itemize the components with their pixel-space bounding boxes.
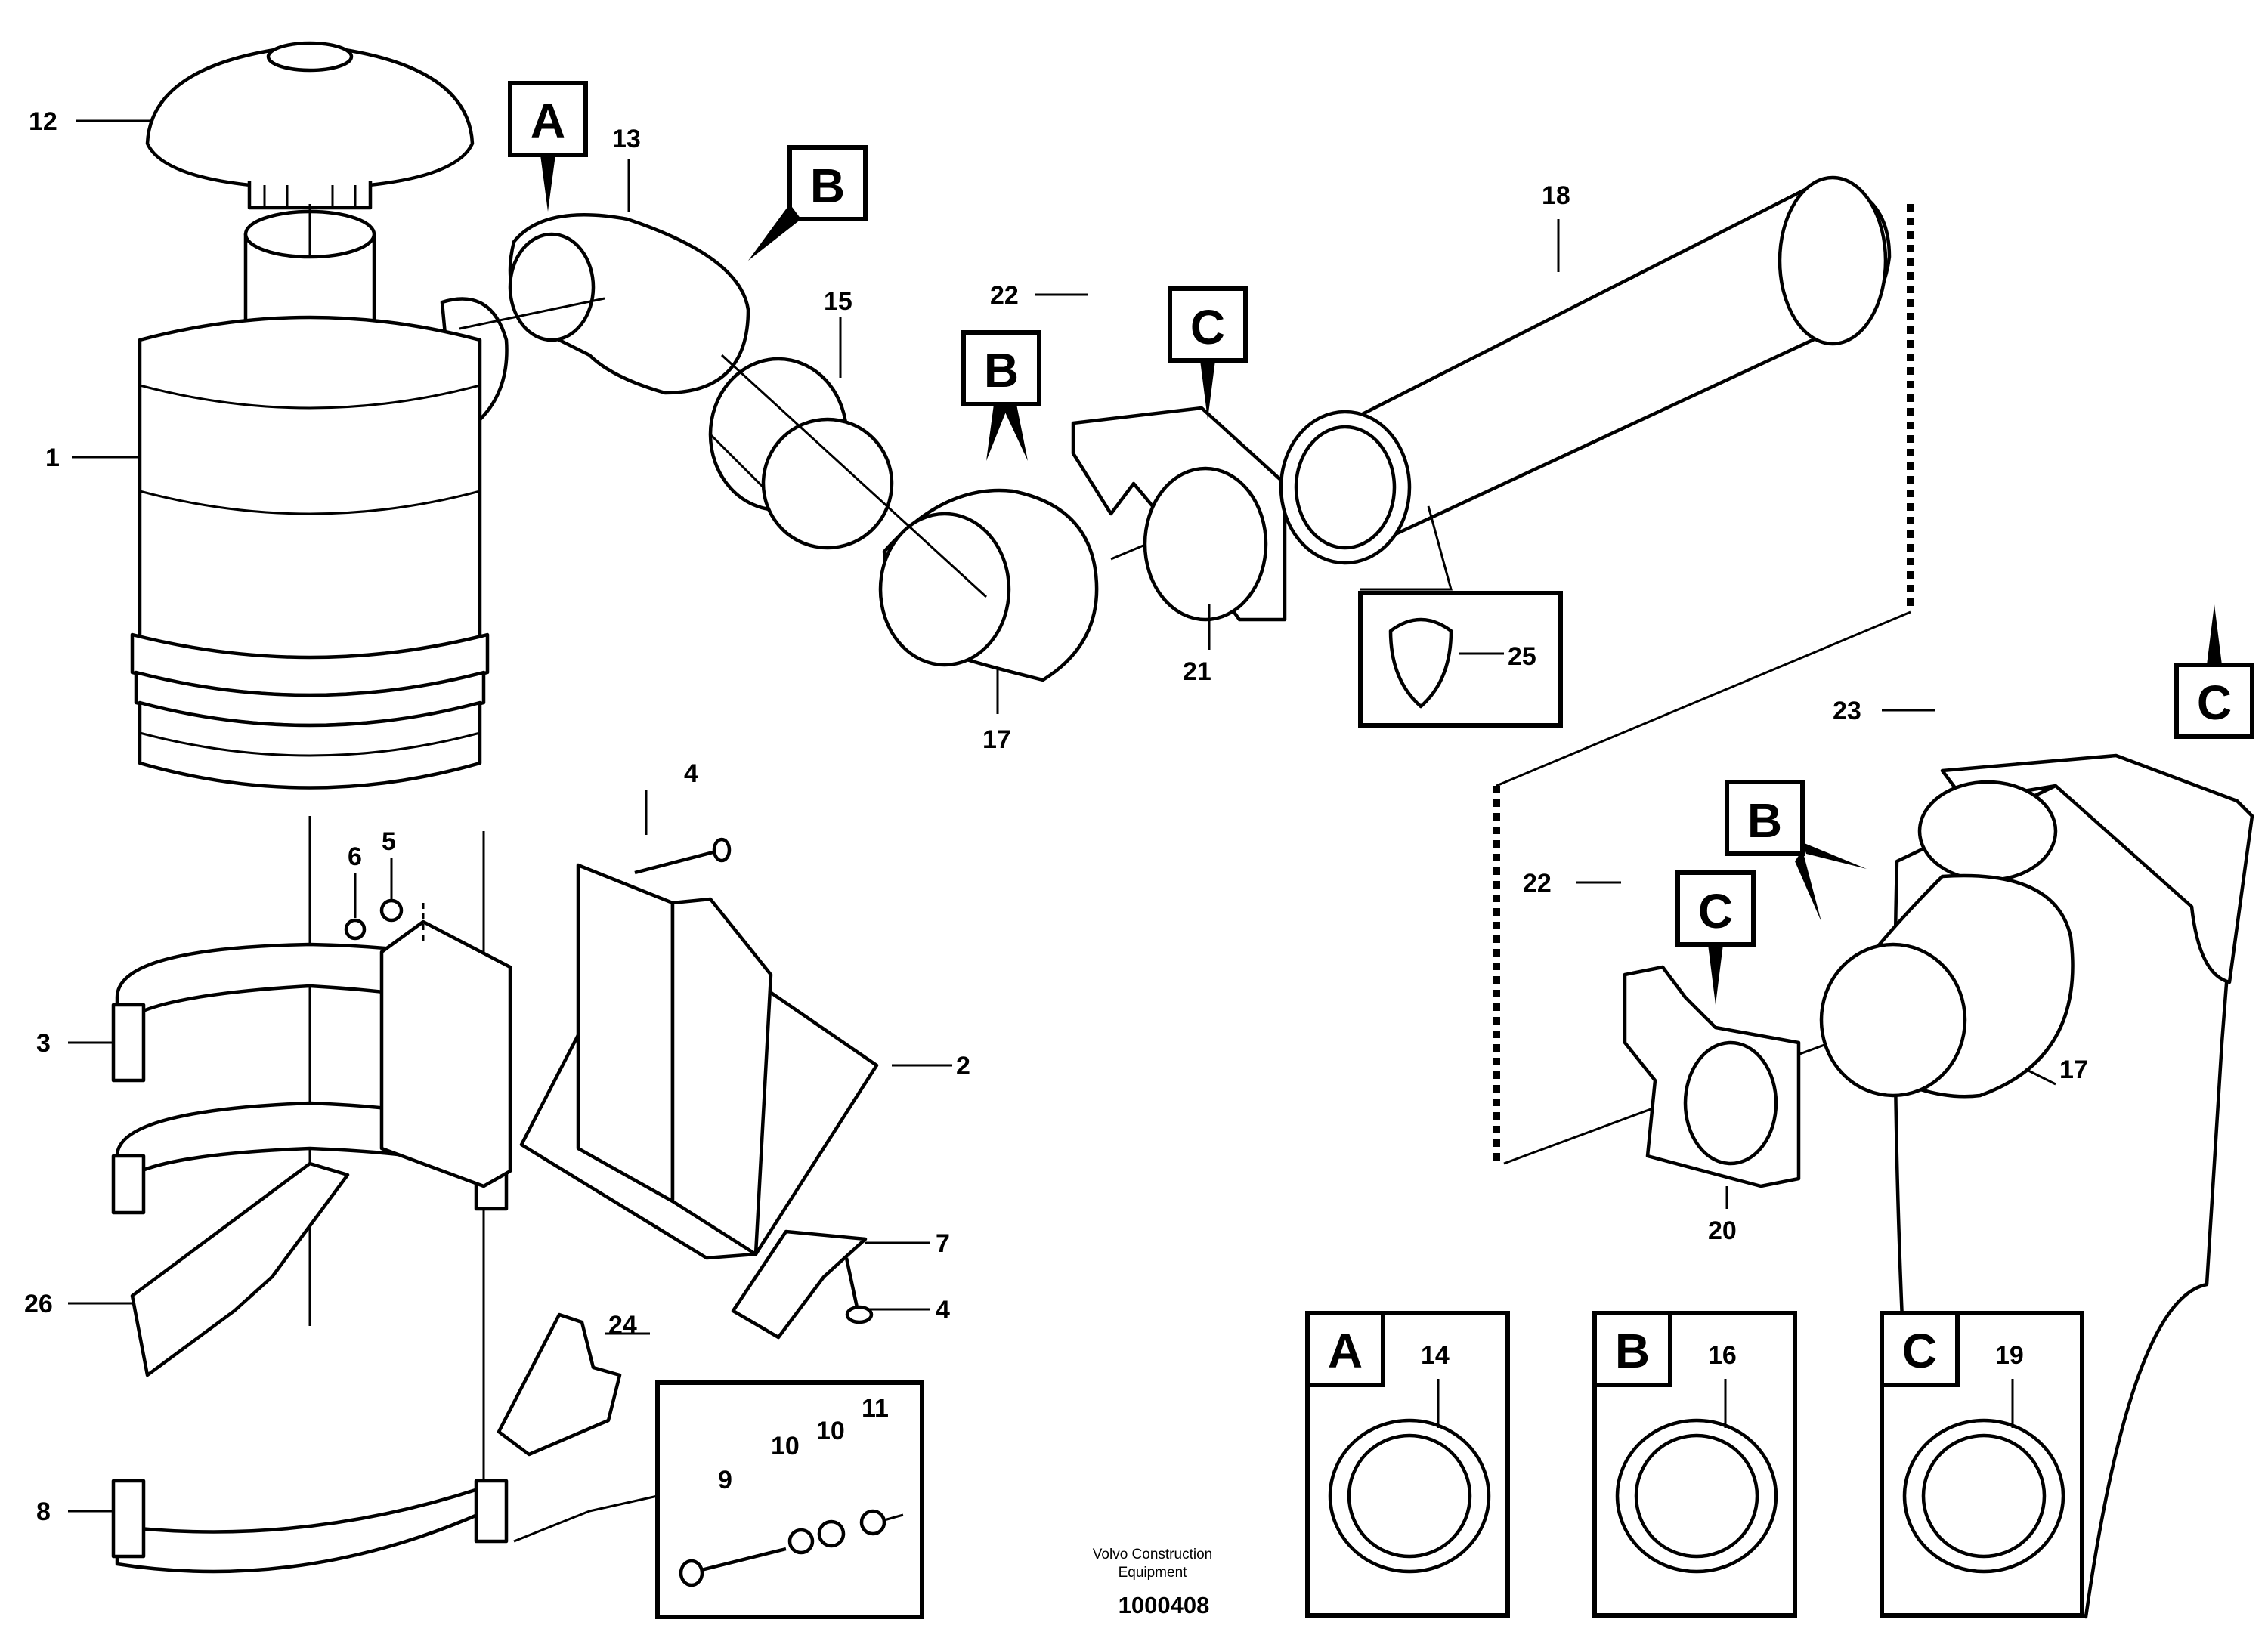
callout-c-right2: C	[1675, 870, 1756, 1005]
hook-bracket	[497, 1312, 622, 1457]
hose-bracket-20	[1623, 965, 1801, 1188]
hose-elbow-17-right	[1819, 873, 2075, 1099]
part-number-label: B	[810, 159, 845, 213]
part-number-label: 22	[1523, 869, 1552, 898]
part-number-label: 4	[684, 759, 698, 788]
part-number-label: C	[1190, 300, 1225, 354]
washer-5	[379, 898, 404, 923]
inset-25	[1358, 505, 1563, 728]
bolt-4-lower	[844, 1257, 874, 1324]
part-number-label: B	[1615, 1324, 1650, 1378]
part-number-label: 18	[1542, 181, 1570, 210]
part-number-label: 12	[29, 107, 57, 136]
part-number-label: 13	[612, 125, 641, 153]
bolt-inset	[513, 1380, 924, 1619]
part-number-label: C	[1902, 1324, 1937, 1378]
nut-6	[344, 918, 367, 941]
part-number-label: 17	[2059, 1055, 2088, 1084]
clamp-band-lower	[111, 1479, 509, 1574]
bolt-4-upper	[634, 837, 732, 875]
part-number-label: 11	[862, 1394, 889, 1423]
part-number-label: A	[531, 94, 565, 148]
part-number-label: 4	[936, 1296, 950, 1324]
credit-line-1: Volvo Construction	[1093, 1547, 1212, 1562]
part-number-label: 2	[956, 1052, 970, 1080]
hose-elbow-13	[508, 213, 750, 395]
document-number: 1000408	[1119, 1592, 1210, 1618]
callout-b-top: B	[748, 145, 868, 261]
callout-b-right: B	[1725, 780, 1867, 922]
part-number-label: 22	[990, 281, 1019, 310]
part-number-label: 7	[936, 1229, 950, 1258]
part-number-label: 9	[718, 1466, 732, 1494]
air-cleaner-housing	[130, 209, 509, 790]
part-number-label: C	[1698, 884, 1733, 938]
callout-c-mid: C	[1168, 286, 1248, 419]
part-number-label: 3	[36, 1029, 51, 1058]
small-bracket	[731, 1229, 868, 1340]
legend-tag-b: B	[1592, 1311, 1672, 1387]
part-number-label: 8	[36, 1497, 51, 1526]
part-number-label: 19	[1995, 1341, 2024, 1370]
hose-elbow-17-top	[878, 488, 1099, 682]
part-number-label: C	[2197, 675, 2232, 730]
mounting-plate	[130, 1161, 350, 1377]
hose-bracket-21	[1071, 406, 1287, 622]
console-bracket	[519, 863, 879, 1260]
part-number-label: 14	[1421, 1341, 1450, 1370]
part-number-label: 24	[608, 1311, 637, 1340]
part-number-label: 26	[24, 1290, 53, 1318]
precleaner-cap	[145, 41, 475, 210]
part-number-label: 17	[982, 725, 1011, 754]
credit-line-2: Equipment	[1119, 1565, 1188, 1581]
part-number-label: 10	[816, 1417, 845, 1445]
part-number-label: 20	[1708, 1216, 1737, 1245]
legend-tag-c: C	[1880, 1311, 1960, 1387]
part-number-label: 25	[1508, 642, 1536, 671]
part-number-label: 5	[382, 827, 396, 856]
callout-c-right: C	[2174, 604, 2254, 739]
part-number-label: 10	[771, 1432, 800, 1460]
callout-a-top: A	[508, 81, 588, 212]
part-number-label: 16	[1708, 1341, 1737, 1370]
legend-tag-a: A	[1305, 1311, 1385, 1387]
callout-b-mid: B	[961, 330, 1041, 461]
part-number-label: 15	[824, 287, 852, 316]
part-number-label: B	[1747, 793, 1782, 848]
part-number-label: B	[984, 343, 1019, 397]
part-number-label: 1	[45, 444, 60, 472]
part-number-label: 21	[1183, 657, 1211, 686]
part-number-label: 23	[1833, 697, 1861, 725]
intake-tube-18	[1279, 175, 1892, 565]
part-number-label: A	[1328, 1324, 1363, 1378]
hose-sleeve-15	[708, 357, 894, 550]
part-number-label: 6	[348, 842, 362, 871]
